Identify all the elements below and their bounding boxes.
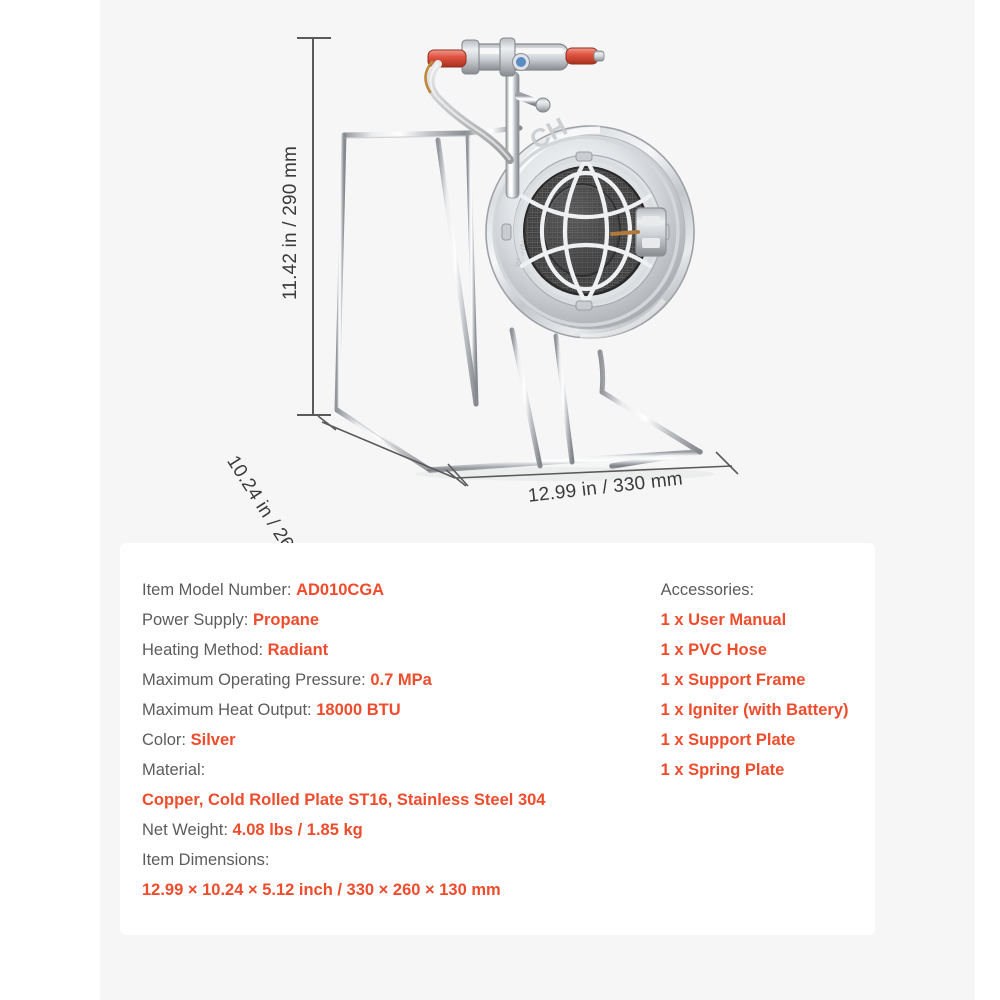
supply-tube — [505, 71, 520, 199]
depth-tick-top — [317, 415, 337, 431]
spec-value-heat-output: 18000 BTU — [316, 701, 401, 719]
spec-label-model: Item Model Number: — [142, 581, 292, 599]
accessory-item: 1 x Igniter (with Battery) — [660, 701, 849, 719]
specifications-column: Item Model Number: AD010CGA Power Supply… — [142, 575, 661, 905]
spec-row-item-dimensions-value: 12.99 × 10.24 × 5.12 inch / 330 × 260 × … — [142, 875, 661, 905]
accessory-item: 1 x Support Frame — [660, 671, 806, 689]
pilot-hose — [424, 60, 514, 164]
spec-row-color: Color: Silver — [142, 725, 661, 755]
accessories-heading: Accessories: — [660, 581, 755, 599]
spec-label-item-dimensions: Item Dimensions: — [142, 851, 270, 869]
spec-row-heating-method: Heating Method: Radiant — [142, 635, 661, 665]
spec-value-color: Silver — [190, 731, 236, 749]
specification-card: Item Model Number: AD010CGA Power Supply… — [120, 543, 875, 935]
spec-value-max-pressure: 0.7 MPa — [370, 671, 432, 689]
spec-value-material: Copper, Cold Rolled Plate ST16, Stainles… — [142, 791, 546, 809]
stand-legs — [509, 327, 703, 469]
spec-row-material-label: Material: — [142, 755, 661, 785]
spec-label-max-pressure: Maximum Operating Pressure: — [142, 671, 366, 689]
pilot-copper-lead — [424, 60, 434, 94]
regulator-valve-assembly — [427, 37, 605, 77]
spec-row-power-supply: Power Supply: Propane — [142, 605, 661, 635]
width-dimension-line — [455, 465, 733, 479]
spec-label-color: Color: — [142, 731, 187, 749]
width-tick-right — [715, 451, 739, 475]
accessories-column: Accessories: 1 x User Manual 1 x PVC Hos… — [661, 575, 865, 905]
burner-mesh-emitter — [523, 166, 649, 296]
spec-label-heating-method: Heating Method: — [142, 641, 264, 659]
spec-label-power-supply: Power Supply: — [142, 611, 249, 629]
spec-row-model: Item Model Number: AD010CGA — [142, 575, 661, 605]
accessory-item: 1 x User Manual — [660, 611, 787, 629]
spec-row-material-value: Copper, Cold Rolled Plate ST16, Stainles… — [142, 785, 661, 815]
spec-label-net-weight: Net Weight: — [142, 821, 228, 839]
width-tick-left — [447, 463, 469, 487]
spec-value-model: AD010CGA — [296, 581, 385, 599]
spec-row-heat-output: Maximum Heat Output: 18000 BTU — [142, 695, 661, 725]
depth-dimension-line — [321, 421, 456, 479]
igniter-module — [610, 207, 667, 257]
control-knob[interactable] — [515, 92, 551, 113]
spec-value-power-supply: Propane — [252, 611, 320, 629]
product-illustration: CH WARN — [297, 37, 739, 487]
accessory-item: 1 x Support Plate — [660, 731, 796, 749]
base-rails — [427, 449, 703, 473]
support-frame-wire — [334, 125, 523, 473]
igniter-electrode — [610, 230, 640, 236]
spec-label-heat-output: Maximum Heat Output: — [142, 701, 312, 719]
product-diagram: CH WARN — [222, 37, 739, 594]
accessory-item: 1 x PVC Hose — [660, 641, 767, 659]
spec-row-net-weight: Net Weight: 4.08 lbs / 1.85 kg — [142, 815, 661, 845]
spec-label-material: Material: — [142, 761, 206, 779]
spec-value-net-weight: 4.08 lbs / 1.85 kg — [232, 821, 363, 839]
spec-value-heating-method: Radiant — [267, 641, 329, 659]
spec-row-max-pressure: Maximum Operating Pressure: 0.7 MPa — [142, 665, 661, 695]
spec-row-item-dimensions-label: Item Dimensions: — [142, 845, 661, 875]
dimension-lines — [297, 37, 739, 487]
spec-value-item-dimensions: 12.99 × 10.24 × 5.12 inch / 330 × 260 × … — [142, 881, 501, 899]
accessory-item: 1 x Spring Plate — [660, 761, 785, 779]
right-red-fitting — [565, 47, 599, 65]
height-dimension-label: 11.42 in / 290 mm — [280, 145, 302, 301]
